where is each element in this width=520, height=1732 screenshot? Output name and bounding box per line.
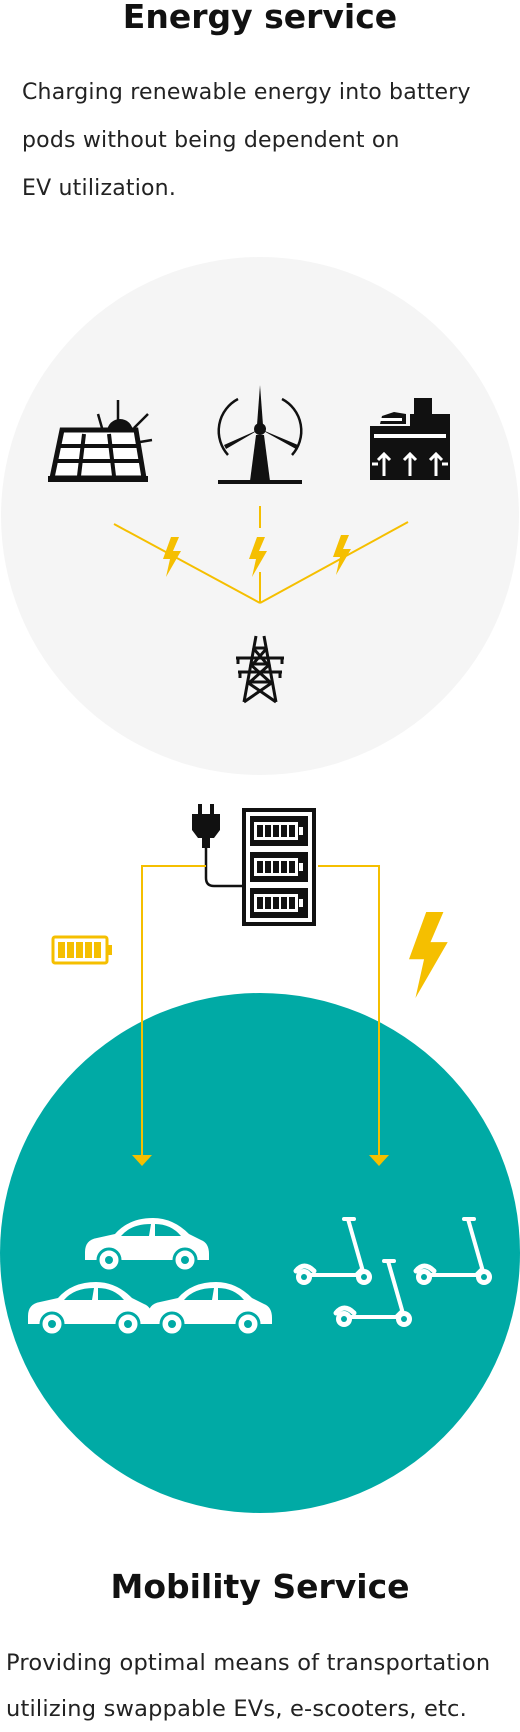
energy-description-line-3: EV utilization.	[22, 176, 177, 201]
factory-icon	[370, 398, 450, 480]
battery-icon	[51, 935, 112, 965]
mobility-service-title: Mobility Service	[110, 1567, 410, 1606]
energy-service-title: Energy service	[122, 0, 398, 36]
mobility-description-line-2: utilizing swappable EVs, e-scooters, etc…	[6, 1696, 467, 1722]
wind-turbine-icon	[217, 385, 303, 484]
solar-panel-icon	[48, 400, 153, 482]
energy-description-line-1: Charging renewable energy into battery	[22, 80, 471, 105]
power-tower-icon	[236, 635, 284, 704]
energy-service-description: Charging renewable energy into battery p…	[22, 69, 471, 213]
arrow-down-icon	[132, 1155, 152, 1166]
battery-pod-rack-icon	[242, 808, 316, 926]
energy-flow-lines	[113, 506, 409, 604]
lightning-icon	[409, 912, 448, 998]
mobility-circle	[0, 993, 520, 1513]
mobility-description-line-1: Providing optimal means of transportatio…	[6, 1650, 491, 1676]
supply-lines	[141, 865, 380, 1156]
plug-icon	[192, 804, 242, 888]
arrow-down-icon	[369, 1155, 389, 1166]
energy-description-line-2: pods without being dependent on	[22, 128, 400, 153]
mobility-service-description: Providing optimal means of transportatio…	[6, 1640, 490, 1732]
